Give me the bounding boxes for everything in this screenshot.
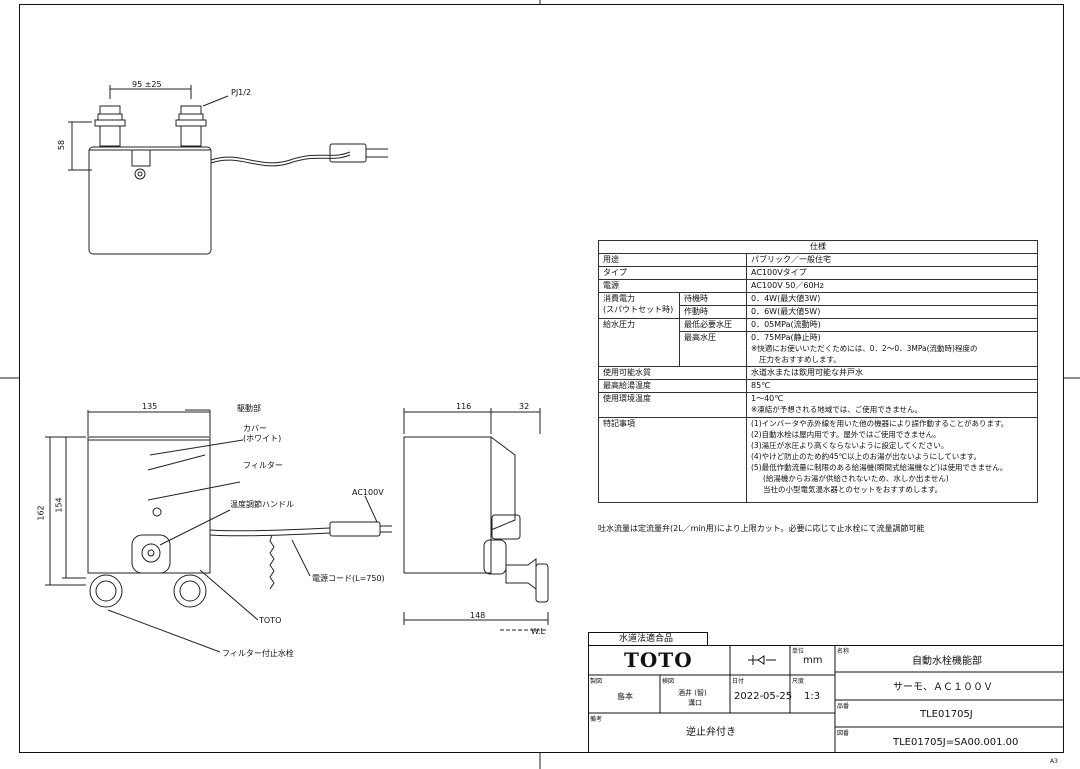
model-desc: サーモ、ＡＣ１００Ｖ: [893, 682, 993, 693]
flow-note: 吐水流量は定流量弁(2L／min用)により上限カット。必要に応じて止水栓にて流量…: [598, 524, 925, 533]
side-wl: W.L: [531, 627, 545, 636]
side-dim-top1: 116: [456, 402, 472, 411]
sheet-size: A3: [1050, 758, 1058, 765]
front-dim-width: 135: [142, 402, 158, 411]
unit-value: mm: [803, 655, 823, 666]
unit-label: 単位: [792, 648, 805, 655]
label-drive: 駆動部: [237, 404, 261, 413]
spec-max-pressure-value: 0．75MPa(静止時)※快適にお使いいただくためには、0．2～0．3MPa(流…: [746, 331, 1038, 367]
label-cover-white: (ホワイト): [243, 434, 282, 443]
label-cover: カバー: [243, 424, 267, 433]
front-view-drawing: [45, 409, 392, 653]
drawing-number: TLE01705J=SA00.001.00: [893, 737, 1019, 748]
spec-envtemp-label: 使用環境温度: [598, 392, 747, 418]
date-label: 日付: [732, 678, 745, 685]
top-dim-width: 95 ±25: [132, 80, 162, 89]
toto-logo: TOTO: [624, 648, 693, 672]
part-label: 品番: [837, 703, 850, 710]
spec-envtemp-value: 1～40℃※凍結が予想される地域では、ご使用できません。: [746, 392, 1038, 418]
date-value: 2022-05-25: [734, 691, 793, 702]
remark-value: 逆止弁付き: [686, 727, 736, 738]
side-dim-top2: 32: [519, 402, 530, 411]
name-label: 名称: [837, 648, 850, 655]
spec-power-label: 消費電力(スパウトセット時): [598, 292, 680, 319]
spec-notes-list: (1)インバータや赤外線を用いた他の機器により誤作動することがあります。(2)自…: [746, 417, 1038, 503]
drawn-by: 島本: [617, 692, 633, 701]
dwg-label: 図番: [837, 730, 850, 737]
label-filter: フィルター: [243, 461, 283, 470]
label-power-cord: 電源コード(L=750): [312, 574, 385, 583]
side-dim-bottom: 148: [470, 611, 486, 620]
label-toto-mark: TOTO: [259, 616, 282, 625]
label-filter-valve: フィルター付止水栓: [222, 649, 294, 658]
label-temp-handle: 温度調節ハンドル: [230, 500, 294, 509]
title-block: [588, 645, 1064, 753]
checked-by-1: 酒井 (智): [678, 689, 707, 697]
spec-notes-label: 特記事項: [598, 417, 747, 503]
remark-label: 備考: [590, 716, 603, 723]
scale-value: 1:3: [804, 691, 821, 702]
cert-label: 水道法適合品: [619, 634, 674, 644]
top-view-drawing: [68, 85, 388, 255]
part-number: TLE01705J: [920, 709, 973, 720]
check-label: 検図: [662, 678, 675, 685]
top-pipe-label: PJ1/2: [231, 88, 252, 97]
drawing-frame: [19, 4, 1064, 753]
drawn-label: 製図: [590, 678, 603, 685]
spec-pressure-label: 給水圧力: [598, 318, 680, 367]
label-ac: AC100V: [352, 488, 384, 497]
part-name: 自動水栓機能部: [912, 656, 982, 667]
side-view-drawing: [403, 408, 549, 631]
scale-label: 尺度: [792, 678, 805, 685]
checked-by-2: 溝口: [688, 699, 702, 707]
